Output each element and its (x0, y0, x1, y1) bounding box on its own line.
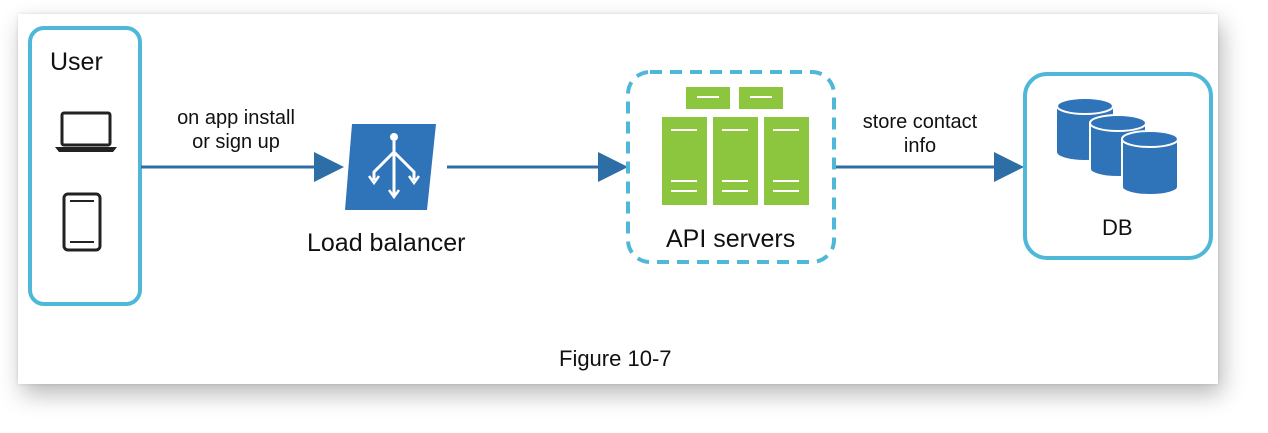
edge-label-line: store contact (862, 111, 978, 133)
laptop-icon (55, 111, 117, 152)
edge-label-line: on app install (177, 107, 295, 129)
edge-label-line: or sign up (192, 131, 280, 153)
edge-label-user-to-lb: on app install or sign up (146, 106, 326, 154)
api-servers-label: API servers (666, 225, 796, 253)
user-title: User (50, 48, 103, 76)
api-servers-box (626, 70, 836, 264)
load-balancer-label: Load balancer (307, 229, 466, 257)
user-box (28, 26, 142, 306)
edge-label-line: info (903, 135, 937, 157)
db-label: DB (1102, 215, 1133, 240)
database-icon (1056, 97, 1179, 196)
load-balancer-icon (345, 124, 436, 210)
figure-caption: Figure 10-7 (559, 346, 672, 371)
tablet-icon (62, 192, 102, 252)
diagram-card (18, 14, 1218, 384)
server-stack-icon (662, 87, 809, 205)
edge-label-api-to-db: store contact info (835, 110, 1005, 158)
